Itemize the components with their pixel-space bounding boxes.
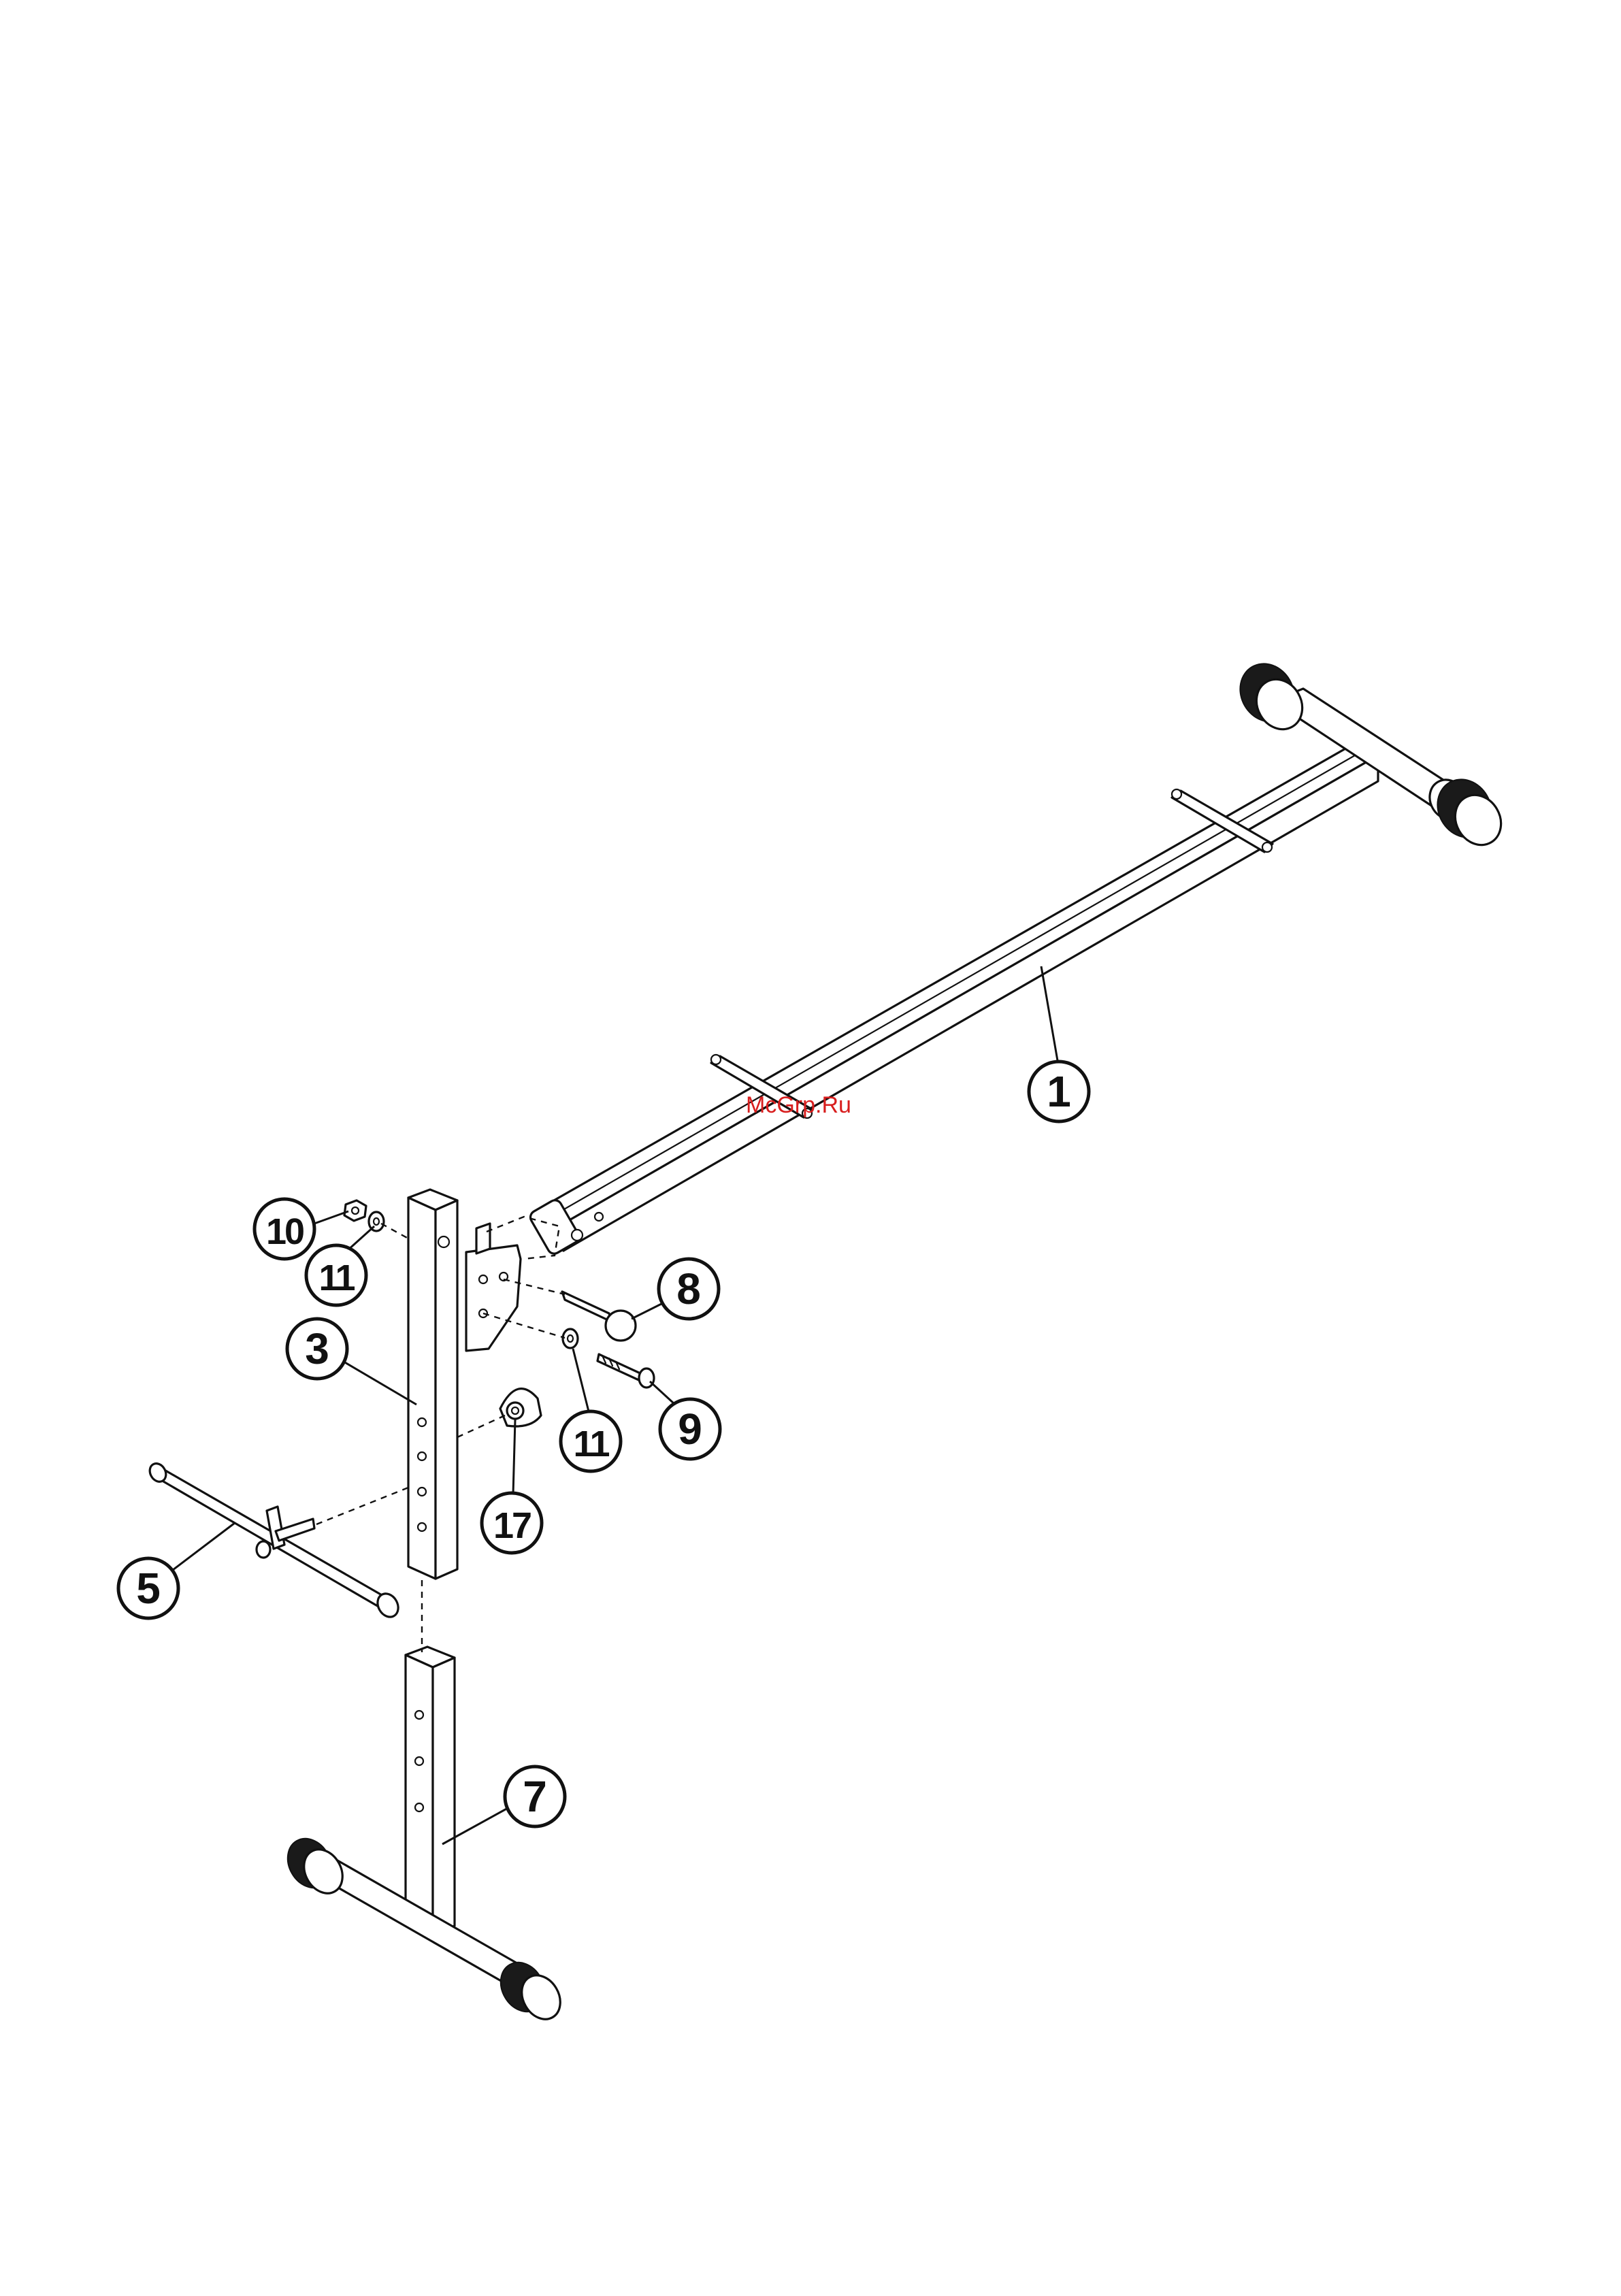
callout-part-9: 9 — [650, 1381, 720, 1459]
callout-part-3: 3 — [287, 1319, 416, 1405]
callout-part-8: 8 — [632, 1259, 719, 1319]
callout-label-11-lower: 11 — [573, 1424, 609, 1464]
callout-label-11-upper: 11 — [318, 1258, 355, 1298]
front-leg-part — [279, 1647, 568, 2026]
callout-part-17: 17 — [482, 1420, 542, 1553]
front-left-foot-cap — [279, 1831, 350, 1900]
callout-part-1: 1 — [1029, 966, 1089, 1121]
leg-holder-bar-part — [146, 1460, 402, 1620]
callout-label-10: 10 — [266, 1211, 304, 1252]
callout-label-8: 8 — [676, 1264, 701, 1313]
callout-label-17: 17 — [493, 1505, 531, 1546]
rear-left-foot-cap — [1230, 654, 1311, 738]
watermark-text: McGrp.Ru — [746, 1092, 851, 1118]
callout-label-5: 5 — [136, 1564, 161, 1613]
callout-part-7: 7 — [442, 1767, 565, 1844]
callout-part-5: 5 — [118, 1523, 235, 1618]
callout-label-9: 9 — [678, 1405, 702, 1454]
callout-part-11-upper: 11 — [306, 1226, 374, 1305]
callout-label-7: 7 — [523, 1772, 547, 1821]
washer-part-11-lower — [563, 1329, 578, 1348]
main-frame-part — [528, 654, 1510, 1256]
callout-label-3: 3 — [305, 1324, 329, 1373]
knob-part-17 — [500, 1389, 541, 1426]
callout-label-1: 1 — [1047, 1067, 1071, 1116]
bolt-part-9 — [597, 1354, 654, 1388]
